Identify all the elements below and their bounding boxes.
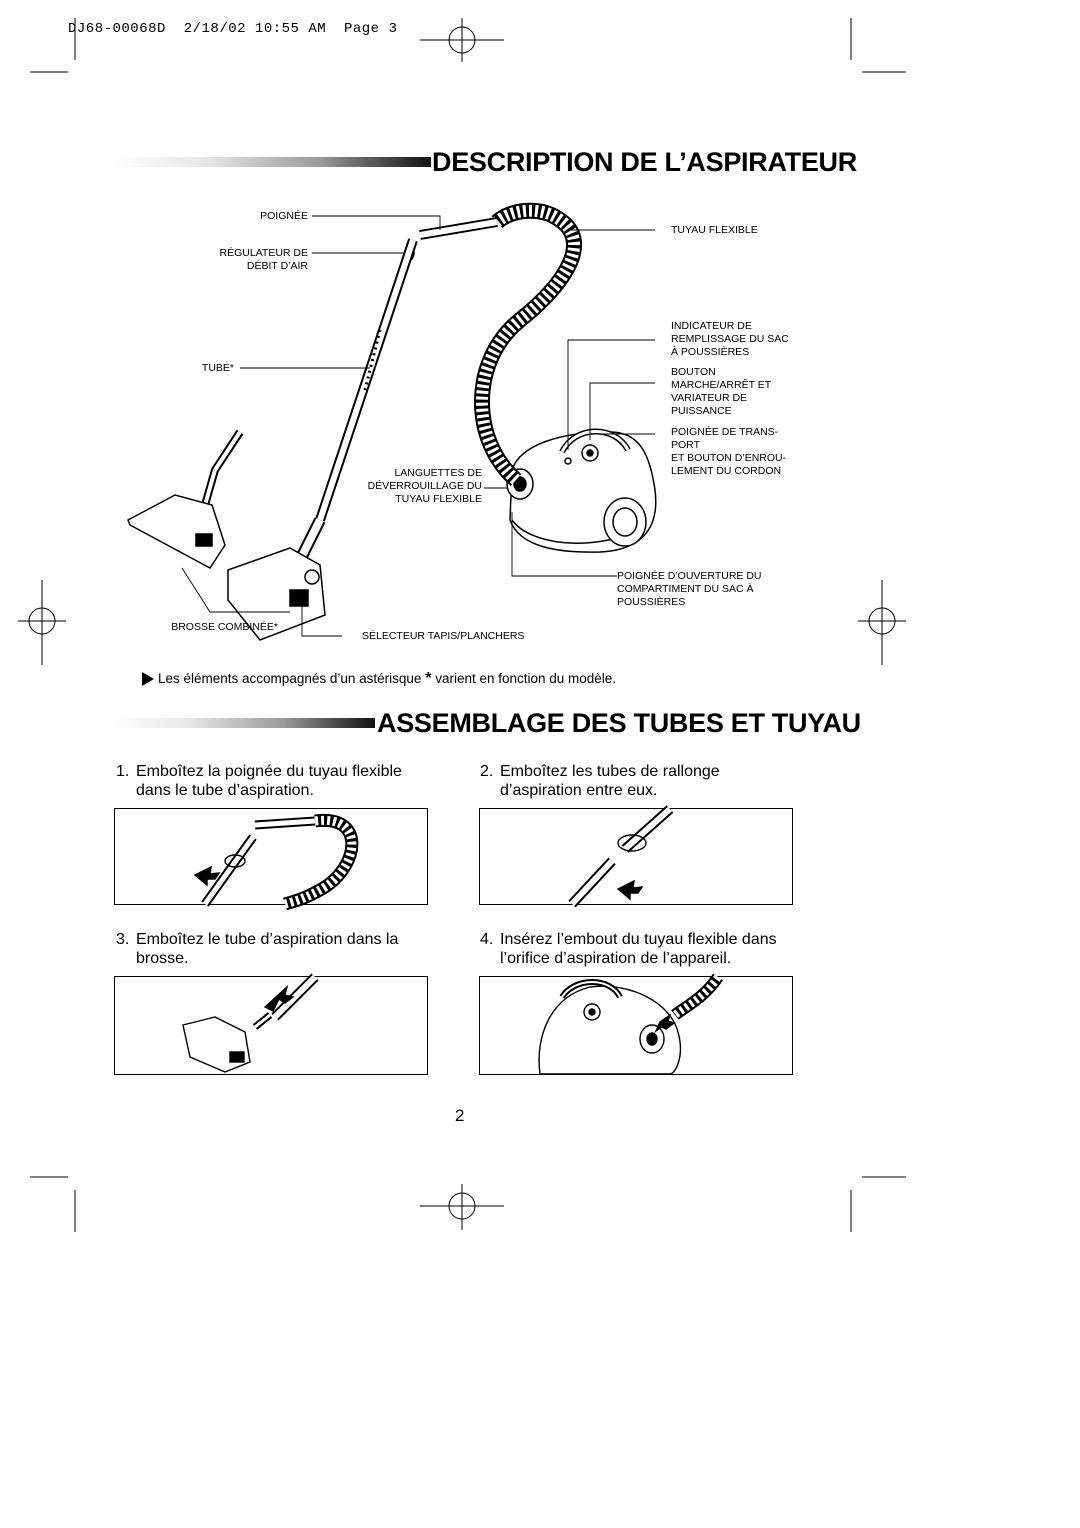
label-brosse: BROSSE COMBINÉE* <box>171 621 278 633</box>
step-1-number: 1. <box>116 763 130 780</box>
step-3-text: Emboîtez le tube d’aspiration dans la br… <box>136 931 399 967</box>
section-title-description: DESCRIPTION DE L’ASPIRATEUR <box>432 147 857 177</box>
label-poignee: POIGNÉE <box>260 210 308 222</box>
step-2: 2. Emboîtez les tubes de rallonge d’aspi… <box>480 762 800 802</box>
step-3: 3. Emboîtez le tube d’aspiration dans la… <box>116 930 436 970</box>
label-tube: TUBE* <box>201 362 234 374</box>
step-1-text: Emboîtez la poignée du tuyau flexible da… <box>136 763 402 799</box>
step-3-illustration <box>114 973 428 1075</box>
step-4-number: 4. <box>480 931 494 948</box>
note-text-before: Les éléments accompagnés d’un astérisque <box>158 671 422 686</box>
vacuum-illustration <box>127 202 657 641</box>
print-header: DJ68-00068D 2/18/02 10:55 AM Page 3 <box>68 21 398 37</box>
label-poignee-transport: POIGNÉE DE TRANS- PORT ET BOUTON D’ENROU… <box>671 426 787 477</box>
step-4: 4. Insérez l’embout du tuyau flexible da… <box>480 930 810 970</box>
step-2-illustration <box>479 805 793 908</box>
section-title-assemblage: ASSEMBLAGE DES TUBES ET TUYAU <box>377 708 861 738</box>
heading-decoration-bar <box>113 157 431 167</box>
step-2-number: 2. <box>480 763 494 780</box>
step-4-illustration <box>479 973 793 1075</box>
label-regulateur: RÉGULATEUR DE DÉBIT D’AIR <box>219 247 309 272</box>
step-1: 1. Emboîtez la poignée du tuyau flexible… <box>116 762 436 802</box>
label-languettes: LANGUETTES DE DÉVERROUILLAGE DU TUYAU FL… <box>367 467 482 505</box>
heading-decoration-bar-2 <box>113 718 375 728</box>
step-4-text: Insérez l’embout du tuyau flexible dans … <box>500 931 777 967</box>
label-indicateur: INDICATEUR DE REMPLISSAGE DU SAC À POUSS… <box>671 320 789 358</box>
note-text: Les éléments accompagnés d’un astérisque… <box>158 670 616 688</box>
label-bouton: BOUTON MARCHE/ARRÊT ET VARIATEUR DE PUIS… <box>671 366 772 417</box>
note-arrow-icon <box>142 672 154 686</box>
note-asterisk: * <box>425 670 432 687</box>
label-selecteur: SÉLECTEUR TAPIS/PLANCHERS <box>362 630 525 642</box>
label-poignee-ouverture: POIGNÉE D’OUVERTURE DU COMPARTIMENT DU S… <box>617 570 762 608</box>
page-number: 2 <box>455 1106 465 1125</box>
label-tuyau: TUYAU FLEXIBLE <box>671 224 758 236</box>
step-1-illustration <box>114 808 428 911</box>
note-text-after: varient en fonction du modèle. <box>435 671 617 686</box>
step-3-number: 3. <box>116 931 130 948</box>
step-2-text: Emboîtez les tubes de rallonge d’aspirat… <box>500 763 720 799</box>
